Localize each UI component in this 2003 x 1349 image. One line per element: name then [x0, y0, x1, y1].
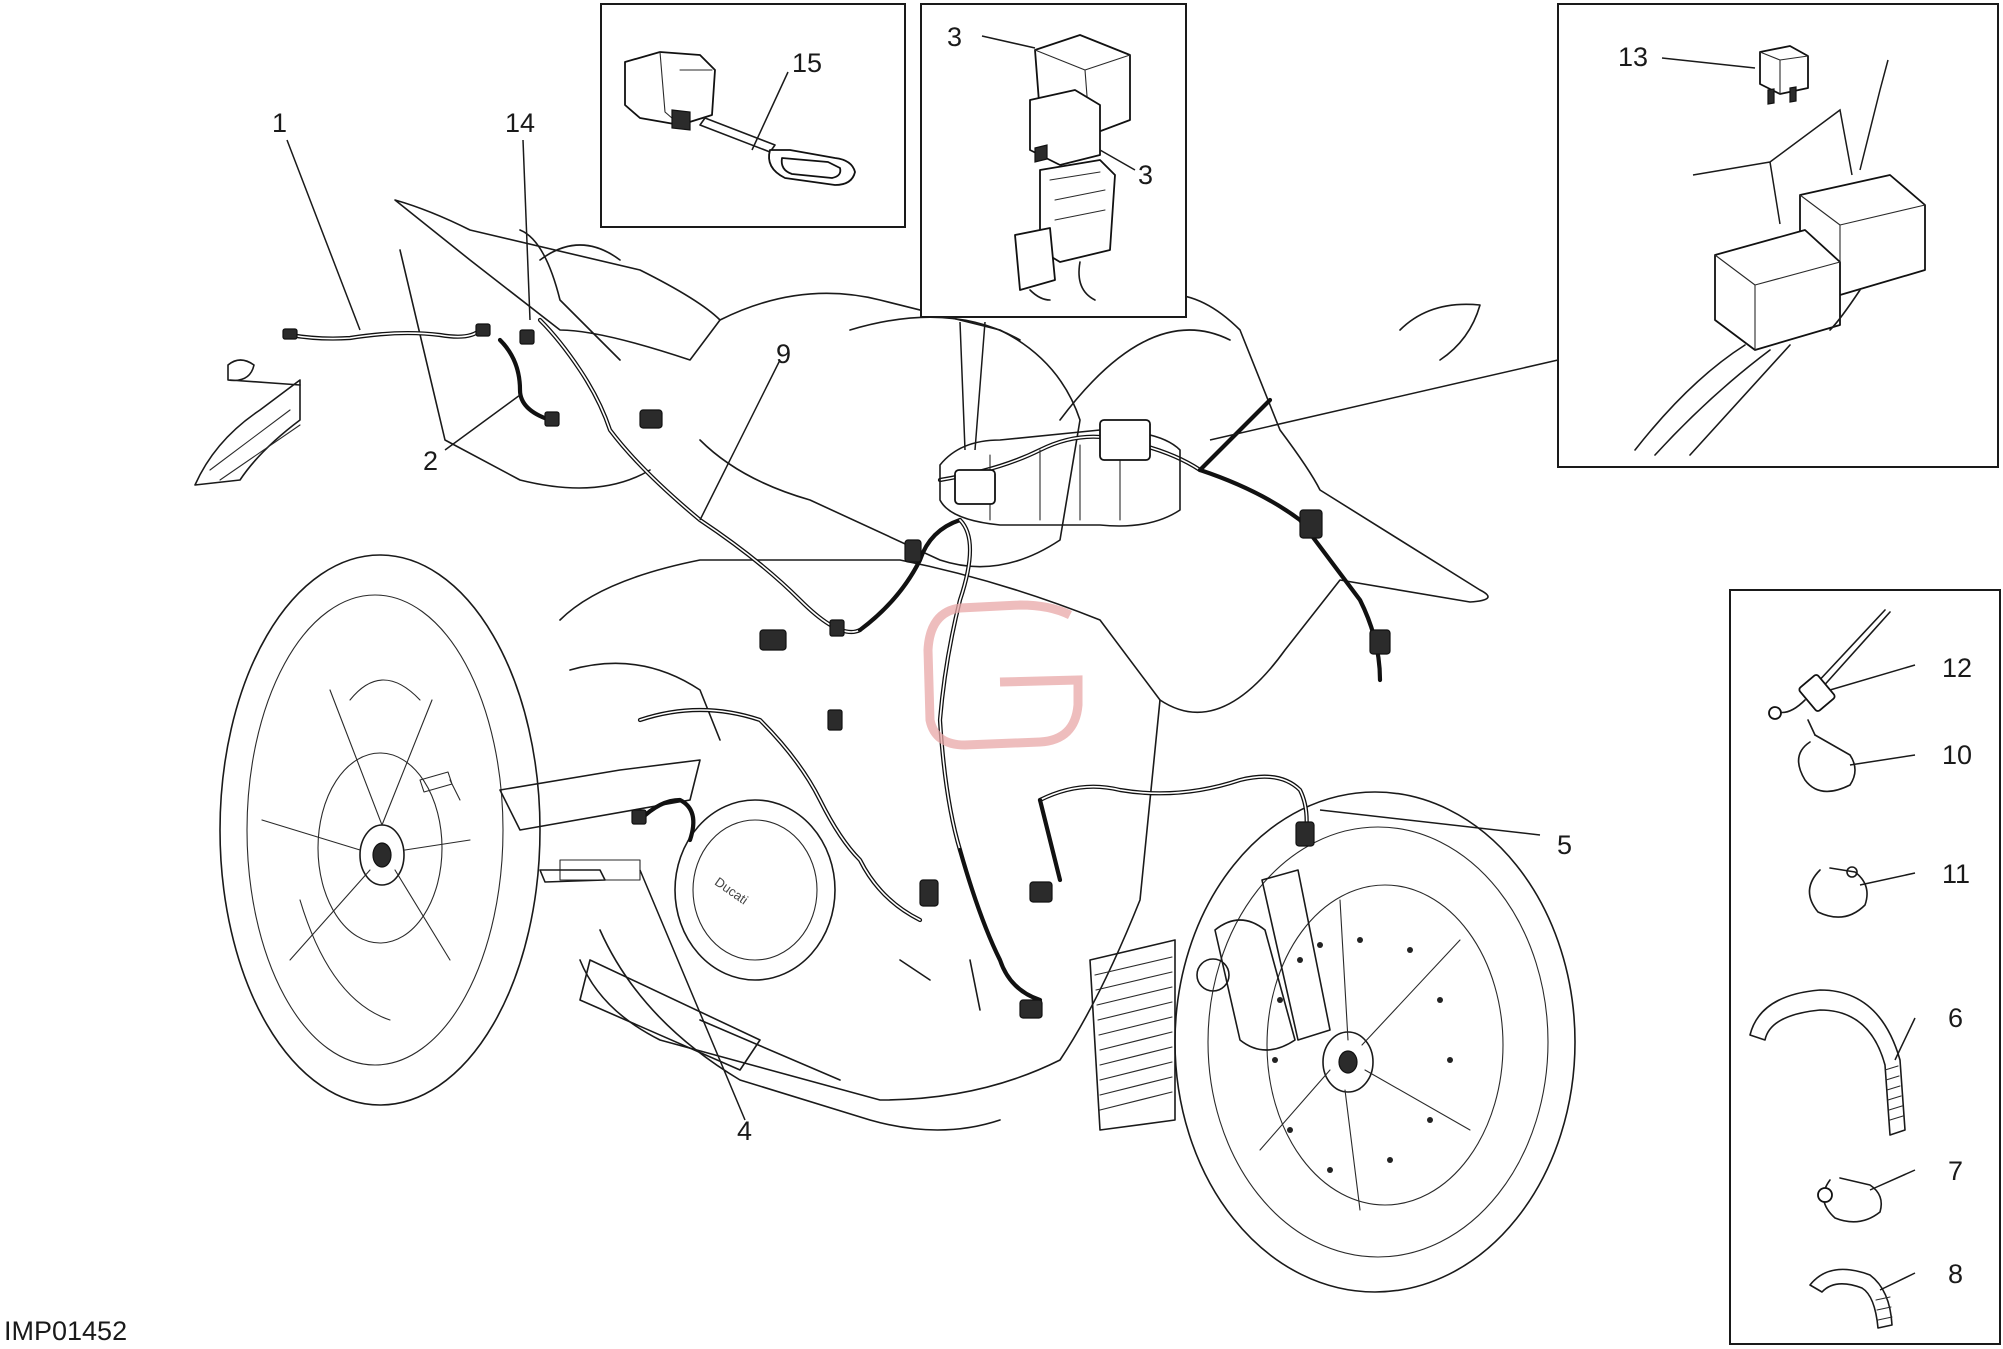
radiator-grille [1089, 939, 1176, 1131]
callout-3-top: 3 [947, 22, 962, 52]
callout-5: 5 [1557, 830, 1572, 860]
inset-box-15 [600, 3, 906, 228]
callouts: 1 14 2 9 15 3 3 13 4 5 12 10 11 6 7 8 [272, 22, 1972, 1289]
leader-lines [286, 35, 1916, 1291]
callout-15: 15 [792, 48, 822, 78]
callout-14: 14 [505, 108, 535, 138]
drawing-code: IMP01452 [4, 1316, 127, 1346]
callout-1: 1 [272, 108, 287, 138]
callout-4: 4 [737, 1116, 752, 1146]
engine-cover: Ducati [674, 799, 836, 981]
callout-6: 6 [1948, 1003, 1963, 1033]
inset-box-13 [1557, 3, 1999, 468]
callout-2: 2 [423, 446, 438, 476]
callout-13: 13 [1618, 42, 1648, 72]
callout-8: 8 [1948, 1259, 1963, 1289]
engine-brand-text: Ducati [712, 874, 751, 907]
wiring-harness [282, 317, 1391, 1019]
front-wheel [1174, 791, 1576, 1293]
rear-wheel [219, 554, 541, 1106]
callout-3-bottom: 3 [1138, 160, 1153, 190]
callout-11: 11 [1942, 859, 1970, 889]
motorcycle-outline: Ducati [194, 199, 1576, 1293]
callout-9: 9 [776, 339, 791, 369]
inset-box-fasteners [1729, 589, 2001, 1345]
callout-10: 10 [1942, 740, 1972, 770]
watermark-logo [923, 600, 1083, 750]
inset-box-3 [920, 3, 1187, 318]
central-fuse-cluster [939, 419, 1181, 527]
rear-bracket [194, 359, 301, 486]
callout-12: 12 [1942, 653, 1972, 683]
callout-7: 7 [1948, 1156, 1963, 1186]
